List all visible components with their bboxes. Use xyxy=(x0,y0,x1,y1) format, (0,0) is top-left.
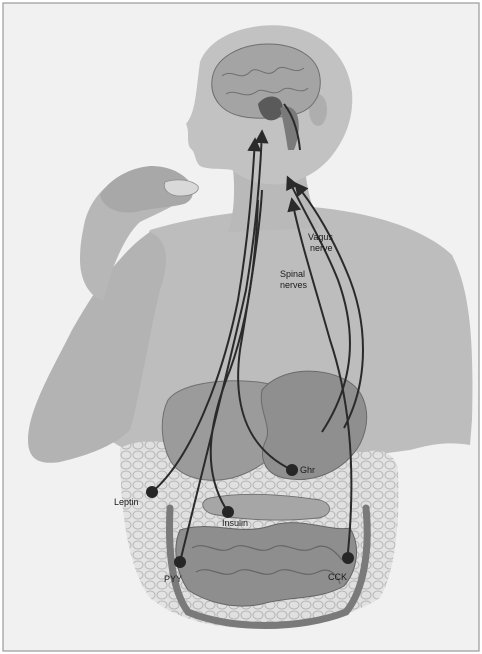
label-leptin: Leptin xyxy=(114,497,139,507)
label-vagus-nerve-line2: nerve xyxy=(310,243,333,253)
dot-icon xyxy=(286,464,298,476)
label-spinal-nerves-line1: Spinal xyxy=(280,269,305,279)
label-insulin: Insulin xyxy=(222,518,248,528)
dot-icon xyxy=(342,552,354,564)
label-pyy: PYY xyxy=(164,574,182,584)
label-cck: CCK xyxy=(328,572,347,582)
label-vagus-nerve-line1: Vagus xyxy=(308,232,333,242)
pancreas xyxy=(203,494,330,520)
label-ghrelin: Ghr xyxy=(300,465,315,475)
label-spinal-nerves-line2: nerves xyxy=(280,280,308,290)
dot-icon xyxy=(222,506,234,518)
dot-icon xyxy=(146,486,158,498)
dot-icon xyxy=(174,556,186,568)
food-item xyxy=(164,180,198,196)
